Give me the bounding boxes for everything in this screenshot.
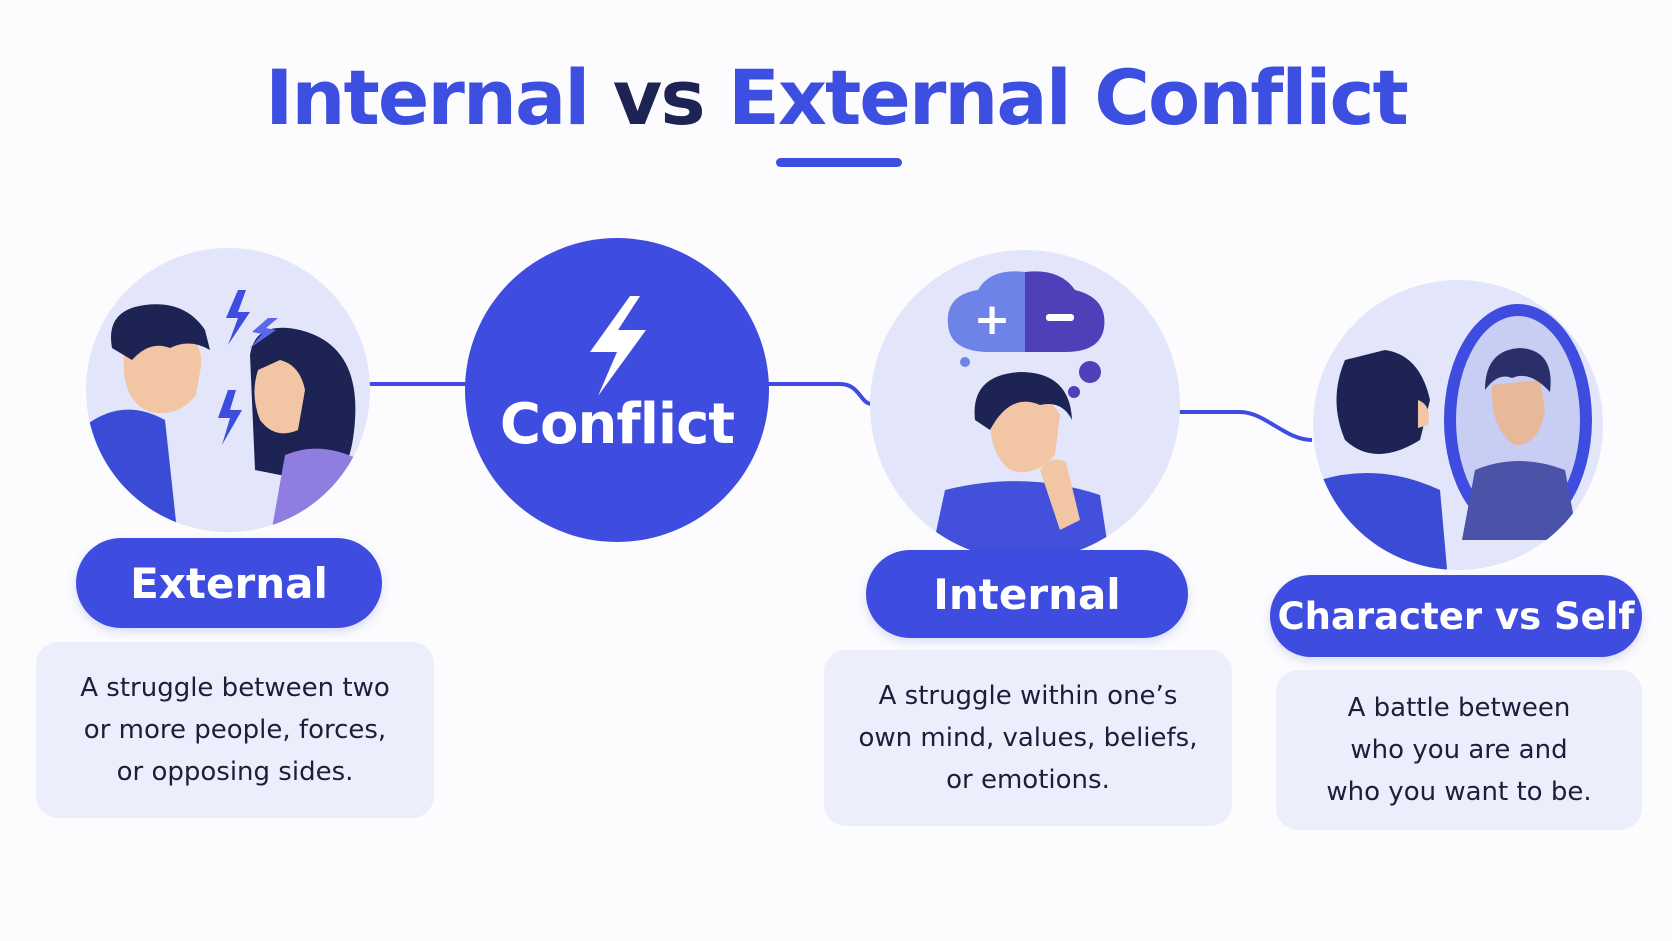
external-desc-line-3: or opposing sides. (116, 757, 354, 787)
minus-sign (1046, 314, 1074, 321)
external-desc-line-1: A struggle between two (80, 673, 390, 703)
man-body (86, 409, 178, 532)
internal-illustration: + (870, 250, 1180, 560)
spark-bolt-3 (250, 318, 278, 348)
self-person-head (1336, 350, 1430, 454)
self-desc-line-1: A battle between (1347, 693, 1571, 723)
external-label: External (130, 558, 328, 608)
spark-bolt-1 (226, 290, 250, 345)
external-desc-line-2: or more people, forces, (83, 715, 387, 745)
external-illustration (86, 248, 370, 532)
internal-pill: Internal (866, 550, 1188, 638)
reflection-face (1491, 380, 1545, 445)
self-person-body (1313, 472, 1448, 570)
self-desc-line-3: who you want to be. (1326, 777, 1592, 807)
person-body (930, 481, 1110, 560)
self-description-card: A battle between who you are and who you… (1276, 670, 1642, 830)
reflection-hair (1485, 348, 1551, 392)
page-title: Internal vs External Conflict (0, 52, 1672, 143)
conflict-circle (465, 238, 769, 542)
center-label: Conflict (499, 392, 735, 457)
woman-body (270, 448, 370, 532)
thought-bubble-1 (1079, 361, 1101, 383)
title-underline (776, 158, 902, 167)
external-description-card: A struggle between two or more people, f… (36, 642, 434, 818)
spark-bolt-2 (218, 390, 242, 445)
man-face (123, 335, 202, 414)
thought-cloud-negative (1025, 271, 1105, 352)
title-internal: Internal (265, 53, 590, 142)
man-hair (110, 304, 210, 360)
thought-bubble-2 (1068, 386, 1080, 398)
self-illustration (1313, 280, 1603, 570)
thought-cloud-positive (947, 271, 1025, 352)
reflection-body (1462, 461, 1578, 540)
self-label: Character vs Self (1277, 594, 1635, 638)
person-hand (1040, 459, 1080, 530)
center-node (465, 238, 769, 542)
internal-desc-line-1: A struggle within one’s (878, 681, 1178, 711)
internal-desc-line-2: own mind, values, beliefs, (858, 723, 1198, 753)
plus-sign: + (974, 294, 1011, 345)
self-desc-line-2: who you are and (1350, 735, 1568, 765)
connector-lines (368, 382, 1313, 442)
person-face (990, 395, 1060, 473)
connector-center-internal (766, 382, 873, 406)
person-hair (974, 372, 1072, 430)
self-pill: Character vs Self (1270, 575, 1642, 657)
woman-face (254, 360, 305, 434)
internal-desc-line-3: or emotions. (946, 765, 1110, 795)
title-external-conflict: External Conflict (728, 53, 1409, 142)
lightning-bolt-icon (590, 296, 646, 396)
connector-internal-self (1178, 410, 1313, 442)
title-vs: vs (588, 53, 729, 142)
thought-bubble-3 (960, 357, 970, 367)
external-pill: External (76, 538, 382, 628)
internal-description-card: A struggle within one’s own mind, values… (824, 650, 1232, 826)
internal-label: Internal (933, 569, 1121, 619)
self-person-ear (1418, 400, 1429, 428)
